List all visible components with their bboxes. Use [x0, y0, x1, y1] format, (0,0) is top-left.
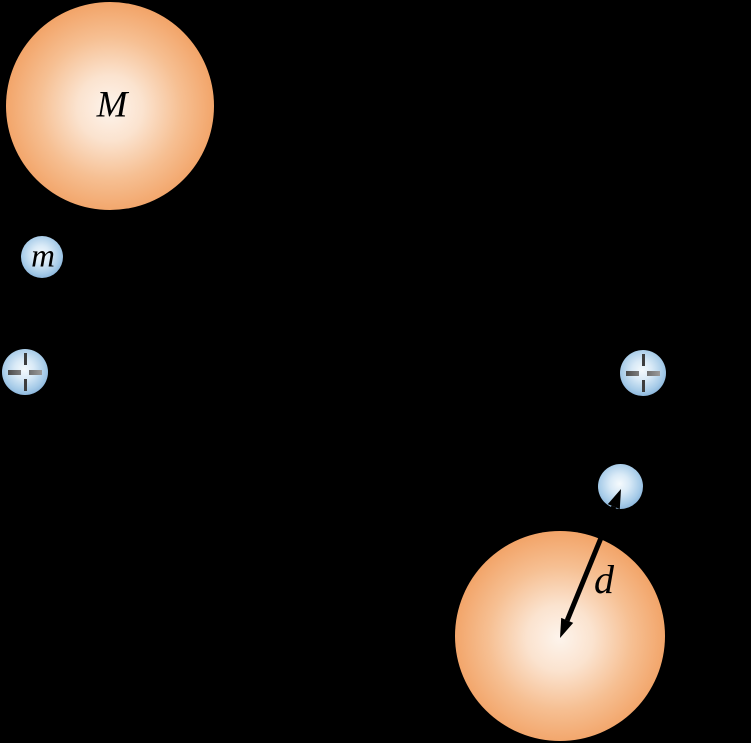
position-marker-sphere-left [2, 349, 48, 395]
label-large-mass: M [96, 84, 128, 126]
small-sphere-m [21, 236, 63, 278]
position-marker-sphere-right [620, 350, 666, 396]
crosshair-tick [8, 369, 21, 375]
crosshair-tick [641, 354, 645, 366]
crosshair-tick [641, 380, 645, 392]
small-sphere-bottom [598, 464, 643, 509]
crosshair-tick [23, 353, 27, 365]
crosshair-tick [626, 370, 639, 376]
crosshair-tick [23, 379, 27, 391]
large-sphere-bottom [455, 531, 665, 741]
label-distance: d [594, 557, 614, 602]
crosshair-icon [620, 350, 666, 396]
label-small-mass: m [31, 238, 55, 275]
large-sphere-M [6, 2, 214, 210]
crosshair-tick [29, 369, 42, 375]
crosshair-tick [647, 370, 660, 376]
crosshair-icon [2, 349, 48, 395]
